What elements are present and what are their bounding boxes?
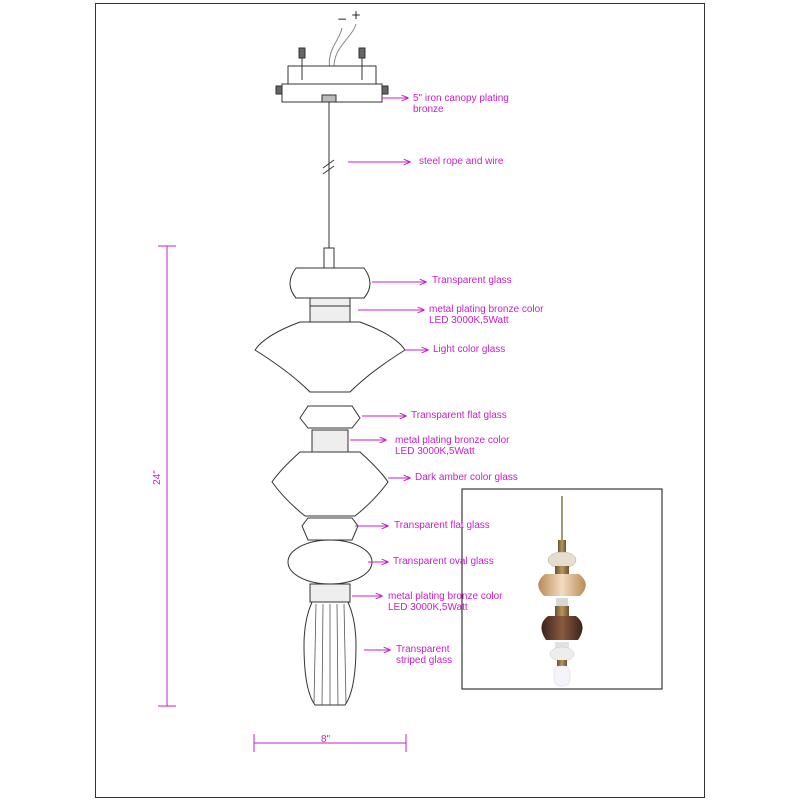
callout-rope: steel rope and wire (419, 156, 504, 167)
metal-ring-2 (311, 429, 349, 453)
callout-striped-glass: Transparent striped glass (396, 644, 453, 666)
polarity-minus: − (337, 12, 348, 26)
flat-glass-2 (301, 517, 359, 541)
callout-flat-glass-2: Transparent flat glass (394, 520, 490, 531)
callout-transparent-glass: Transparent glass (432, 275, 512, 286)
leader-arrows (348, 98, 428, 650)
steel-rope (322, 102, 335, 248)
transparent-glass-1 (289, 267, 371, 299)
product-photo (461, 488, 663, 690)
callout-light-glass: Light color glass (433, 344, 506, 355)
width-dimension (253, 734, 407, 752)
light-glass (254, 321, 406, 393)
height-dimension-label: 24" (151, 470, 163, 485)
flat-glass-1 (299, 405, 361, 429)
callout-flat-glass-1: Transparent flat glass (411, 410, 507, 421)
width-dimension-label: 8" (321, 734, 331, 745)
height-dimension (158, 245, 176, 707)
canopy (275, 47, 389, 103)
callout-metal-3: metal plating bronze color LED 3000K,5Wa… (388, 591, 503, 613)
metal-ring-3 (309, 583, 351, 603)
metal-ring-1 (309, 297, 351, 323)
dark-amber-glass (271, 451, 389, 517)
top-cap (323, 247, 335, 269)
polarity-plus: + (351, 8, 362, 22)
oval-glass (287, 539, 373, 585)
callout-metal-2: metal plating bronze color LED 3000K,5Wa… (395, 435, 510, 457)
drawing-frame (95, 3, 705, 798)
pendant-body (254, 247, 406, 706)
power-wires (328, 23, 357, 71)
callout-canopy: 5" iron canopy plating bronze (413, 93, 509, 115)
callout-oval-glass: Transparent oval glass (393, 556, 494, 567)
callout-dark-amber-glass: Dark amber color glass (415, 472, 518, 483)
callout-metal-1: metal plating bronze color LED 3000K,5Wa… (429, 304, 544, 326)
